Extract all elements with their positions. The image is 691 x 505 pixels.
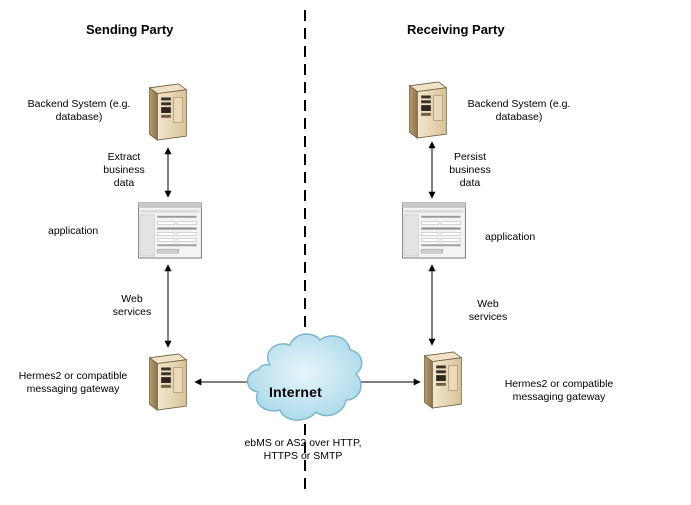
sending-extract-label: Extract business data xyxy=(103,151,145,189)
receiving-party-title: Receiving Party xyxy=(407,22,505,37)
sending-gateway-label: Hermes2 or compatible messaging gateway xyxy=(18,370,128,395)
sending-gateway-server-icon xyxy=(149,353,187,411)
internet-cloud-icon xyxy=(246,333,363,421)
receiving-webservices-label: Web services xyxy=(468,298,508,323)
receiving-application-label: application xyxy=(485,231,536,243)
sending-webservices-label: Web services xyxy=(112,293,152,318)
sending-party-title: Sending Party xyxy=(86,22,174,37)
protocol-label: ebMS or AS2 over HTTP, HTTPS or SMTP xyxy=(244,437,362,462)
receiving-application-window-icon xyxy=(402,202,466,259)
receiving-gateway-label: Hermes2 or compatible messaging gateway xyxy=(504,378,614,403)
receiving-gateway-server-icon xyxy=(424,351,462,409)
sending-backend-server-icon xyxy=(149,83,187,141)
sending-application-label: application xyxy=(48,225,99,237)
receiving-backend-label: Backend System (e.g. database) xyxy=(467,98,571,123)
sending-backend-label: Backend System (e.g. database) xyxy=(27,98,131,123)
internet-label: Internet xyxy=(269,384,322,400)
sending-application-window-icon xyxy=(138,202,202,259)
receiving-persist-label: Persist business data xyxy=(449,151,491,189)
receiving-backend-server-icon xyxy=(409,81,447,139)
